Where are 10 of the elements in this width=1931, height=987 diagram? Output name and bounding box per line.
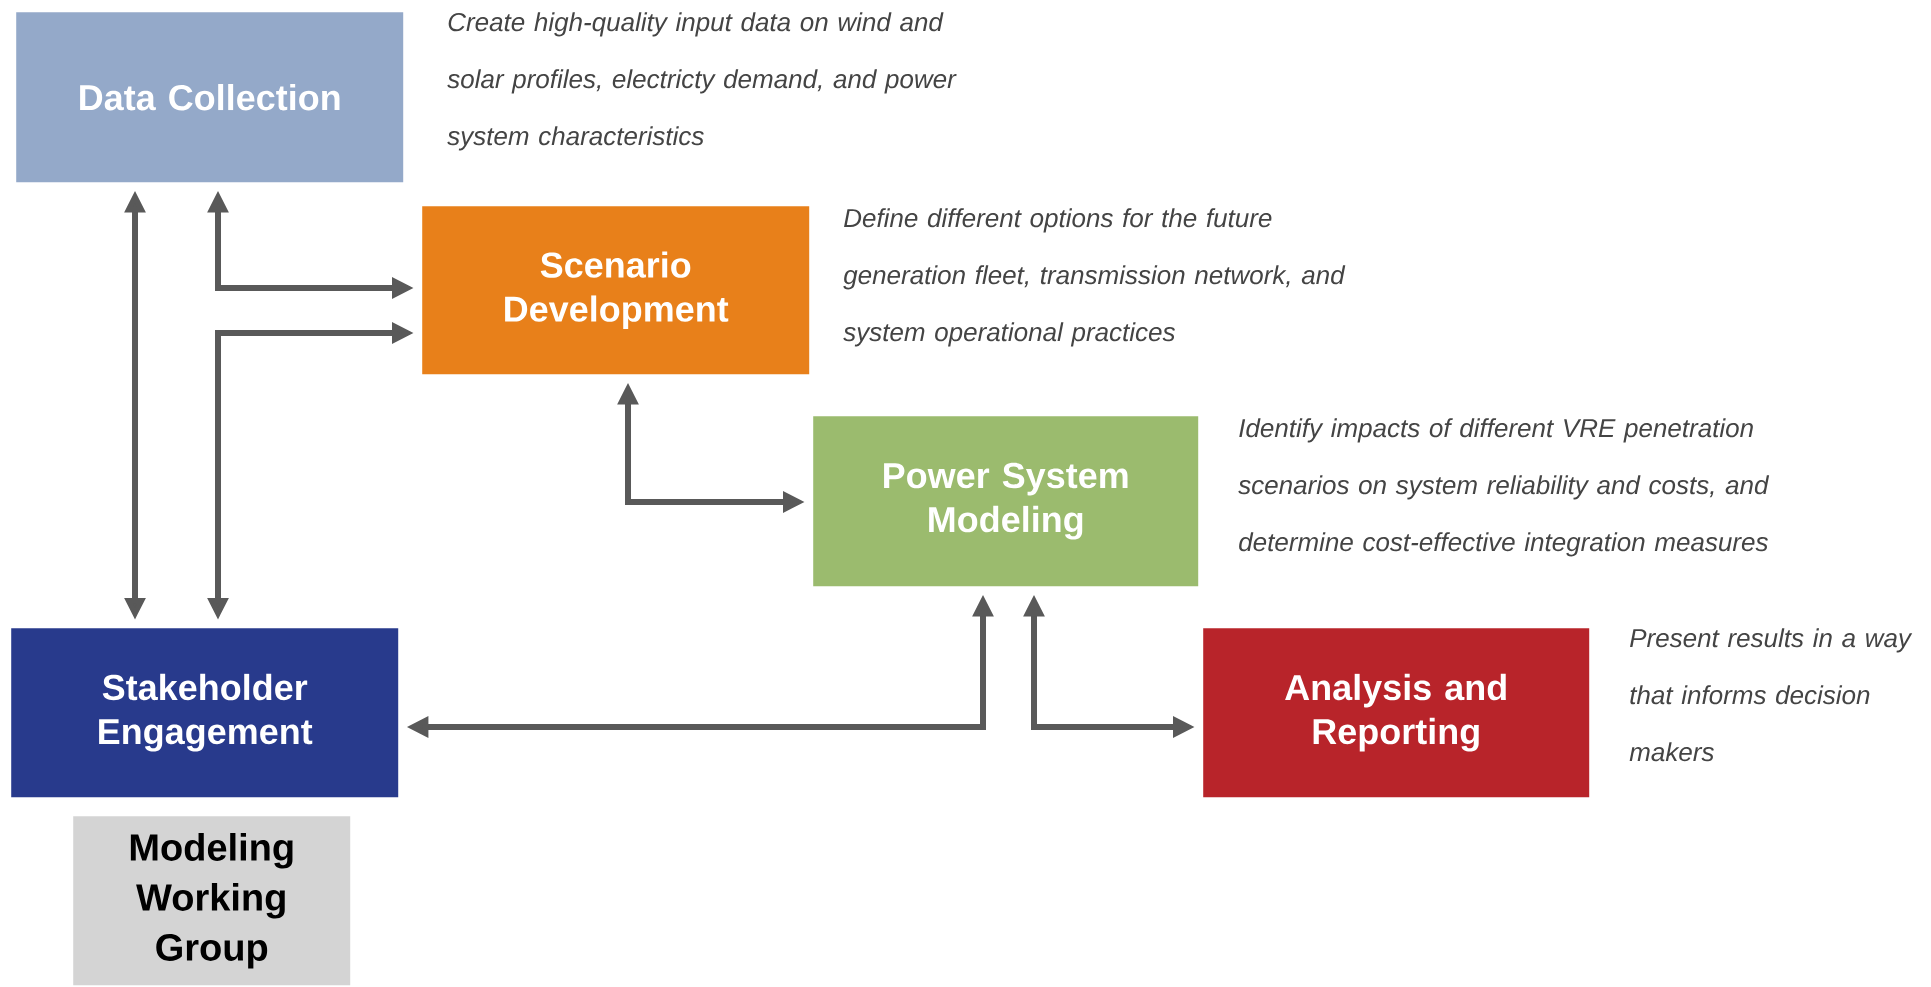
process-box: Data Collection [16, 12, 404, 183]
description-text: Present results in a way that informs decision makers [1629, 628, 1913, 762]
process-box: Power System Modeling [813, 416, 1199, 587]
process-box: Scenario Development [422, 206, 810, 375]
process-box: Analysis and Reporting [1203, 628, 1590, 798]
description-text: Identify impacts of different VRE penetration scenarios on system reliability and costs, and determine cost-effective integration measures [1238, 418, 1770, 557]
process-box: Stakeholder Engagement [11, 628, 399, 798]
description-text: Create high-quality input data on wind and solar profiles, electricty demand, and power system characteristics [447, 12, 957, 151]
description-text: Define different options for the future generation fleet, transmission network, and system operational practices [843, 208, 1346, 347]
process-box: Modeling Working Group [73, 816, 351, 986]
